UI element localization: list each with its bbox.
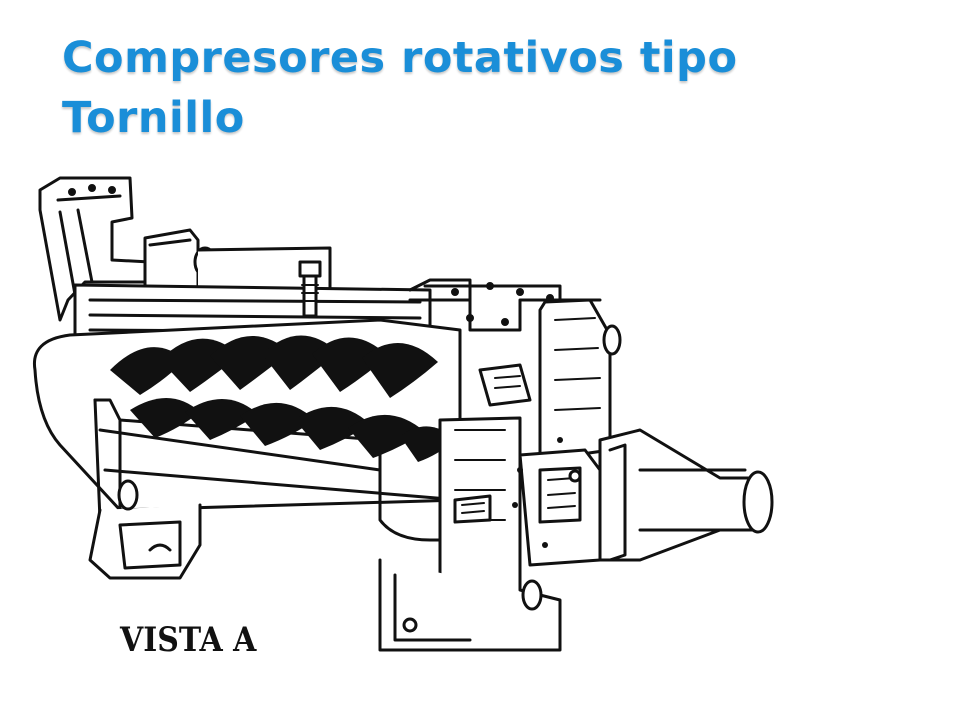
title-line-1: Compresores rotativos tipo bbox=[62, 33, 738, 83]
drive-shaft bbox=[598, 428, 774, 562]
figure-caption: VISTA A bbox=[120, 620, 257, 660]
title-line-2: Tornillo bbox=[62, 93, 245, 143]
housing-bolts bbox=[512, 437, 563, 548]
inlet-flange bbox=[38, 176, 152, 322]
left-foot bbox=[88, 479, 202, 580]
screw-rotor bbox=[110, 335, 455, 462]
top-valve bbox=[298, 260, 322, 318]
right-foot bbox=[378, 558, 562, 652]
coupling-block bbox=[518, 448, 602, 567]
bearing-housing bbox=[438, 363, 532, 622]
